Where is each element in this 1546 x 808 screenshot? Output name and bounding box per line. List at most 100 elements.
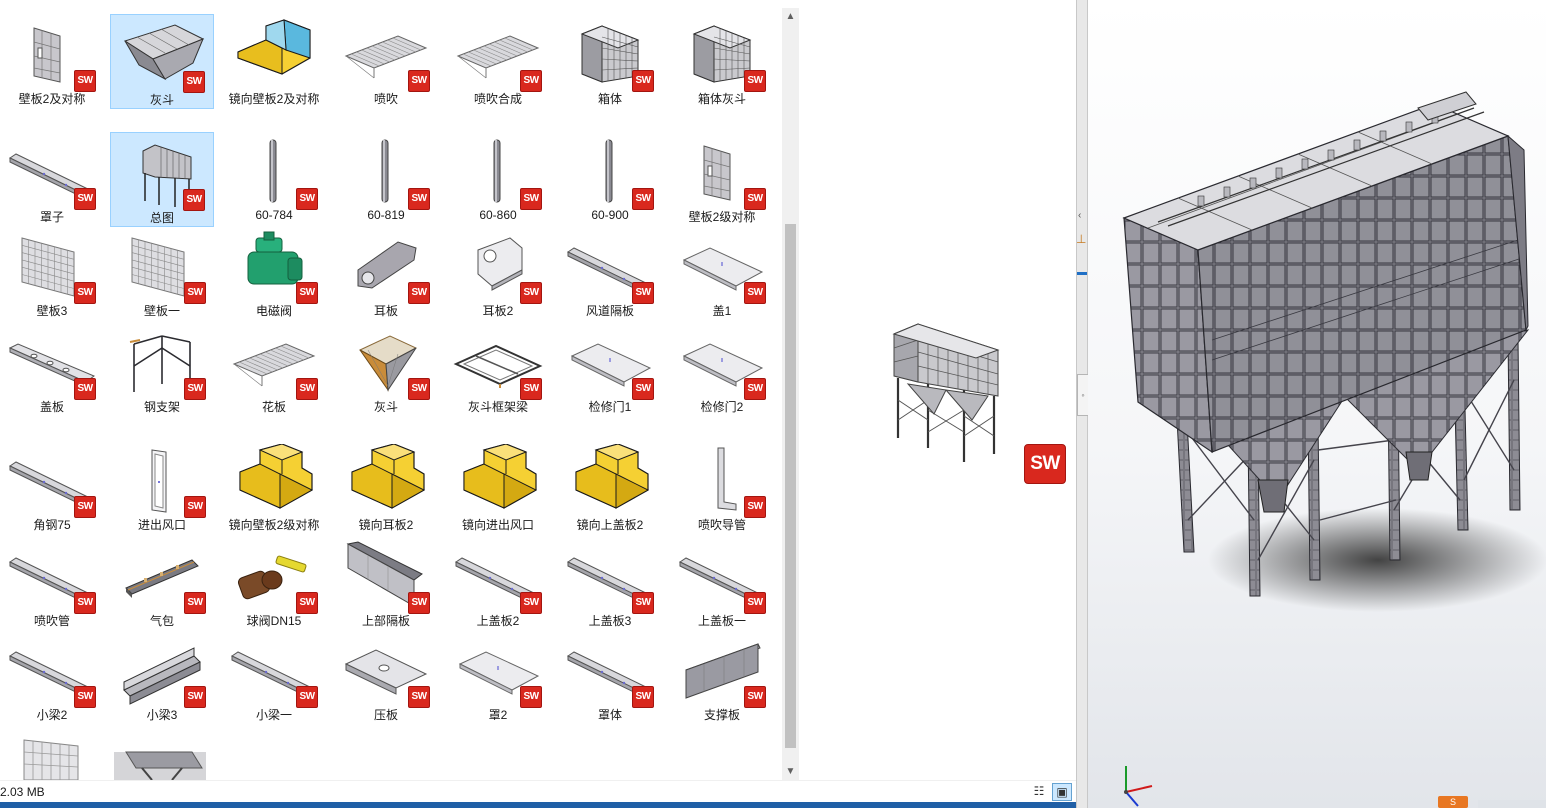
frame-thumbnail: [114, 326, 210, 398]
file-item-label: 钢支架: [143, 400, 180, 414]
file-item[interactable]: 镜向壁板2级对称: [222, 440, 326, 535]
file-item-label: 壁板2及对称: [18, 92, 86, 106]
list-item-partial[interactable]: [112, 748, 208, 781]
frameflat-thumbnail: [450, 326, 546, 398]
file-item-label: 罩2: [488, 708, 508, 722]
plate-thumbnail: [562, 326, 658, 398]
valve-thumbnail: [226, 230, 322, 302]
scroll-up-icon[interactable]: ▲: [785, 11, 796, 22]
rod-thumbnail: [226, 136, 322, 208]
yellow-blue-thumbnail: [226, 18, 322, 90]
vertical-scrollbar[interactable]: ▲ ▼: [782, 8, 799, 780]
grid-flat-thumbnail: [338, 18, 434, 90]
solidworks-3d-viewport[interactable]: [1088, 0, 1546, 808]
solidworks-badge-icon: SW: [296, 188, 318, 210]
yellow-thumbnail: [338, 443, 434, 516]
solidworks-badge-icon: SW: [520, 592, 542, 614]
solidworks-badge-icon: SW: [520, 378, 542, 400]
accent-bar: [1077, 272, 1087, 275]
grid-flat-thumbnail: [226, 326, 322, 398]
solidworks-badge-icon: SW: [183, 71, 205, 93]
beam-thumbnail: [226, 634, 322, 706]
scroll-down-icon[interactable]: ▼: [785, 766, 796, 777]
file-item-label: 风道隔板: [585, 304, 634, 318]
file-item-label: 小梁一: [255, 708, 292, 722]
plate-thumbnail: [450, 634, 546, 706]
mesh-thumbnail: [4, 230, 100, 302]
solidworks-badge-icon: SW: [520, 70, 542, 92]
list-item-partial[interactable]: [8, 730, 104, 781]
file-item-label: 60-900: [591, 208, 629, 222]
file-item-label: 上盖板一: [697, 614, 746, 628]
status-bar: 2.03 MB ☷ ▣: [0, 780, 1076, 803]
file-item[interactable]: 镜向壁板2及对称: [222, 14, 326, 109]
file-item-label: 上部隔板: [361, 614, 410, 628]
details-view-icon[interactable]: ☷: [1033, 784, 1045, 798]
panel-divider[interactable]: ‹ ⊥ ◦: [1076, 0, 1089, 808]
ballvalve-thumbnail: [226, 540, 322, 612]
large-icons-view-icon[interactable]: ▣: [1052, 783, 1072, 801]
file-item[interactable]: 镜向进出风口: [446, 440, 550, 535]
beam-thumbnail: [4, 444, 100, 516]
solidworks-badge-icon: SW: [632, 282, 654, 304]
assembly-preview-image: [892, 323, 1000, 462]
door-thumbnail: [114, 444, 210, 516]
solidworks-badge-icon: SW: [632, 70, 654, 92]
solidworks-badge-icon: SW: [744, 496, 766, 518]
plate-thumbnail: [674, 230, 770, 302]
scrollbar-thumb[interactable]: [785, 224, 796, 748]
file-item[interactable]: 镜向上盖板2: [558, 440, 662, 535]
file-item-label: 镜向进出风口: [461, 518, 534, 532]
hopper-thumbnail: [115, 19, 211, 91]
file-item-label: 耳板: [373, 304, 398, 318]
file-item[interactable]: 镜向耳板2: [334, 440, 438, 535]
collapse-arrow-icon[interactable]: ‹: [1078, 210, 1082, 221]
file-item-label: 检修门2: [700, 400, 744, 414]
file-item-label: 镜向壁板2及对称: [228, 92, 320, 106]
